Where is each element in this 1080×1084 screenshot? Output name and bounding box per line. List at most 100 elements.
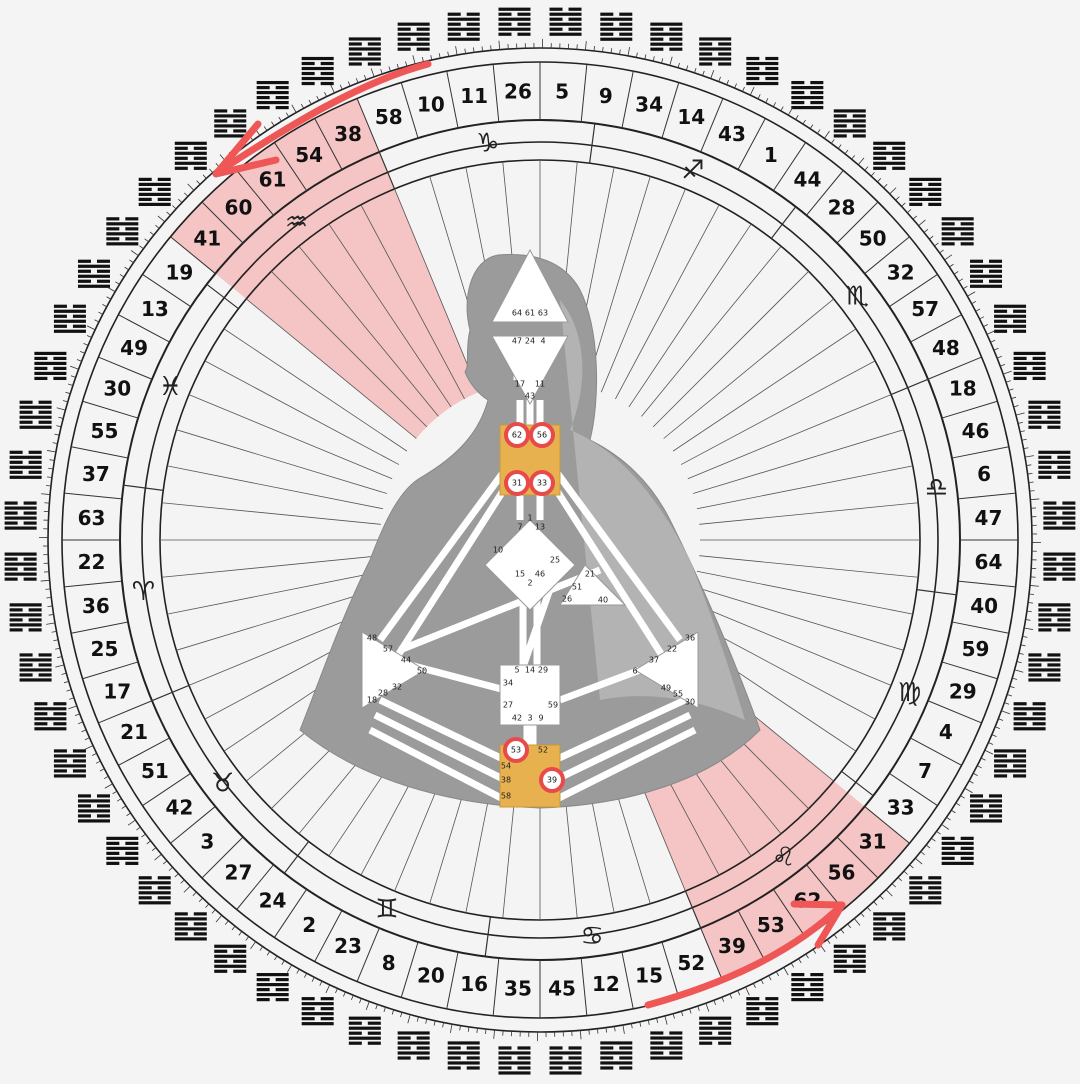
gate-number: 40 [970, 594, 998, 618]
degree-tick [648, 1020, 649, 1025]
hexagram-icon [448, 13, 480, 41]
gate-number: 52 [677, 951, 705, 975]
spoke-line [601, 189, 685, 392]
hexagram-icon [498, 8, 530, 36]
center-gate-label: 9 [538, 714, 543, 723]
gate-number: 14 [677, 105, 705, 129]
spoke-line [699, 503, 918, 525]
degree-tick [272, 122, 275, 126]
gate-number: 20 [417, 964, 445, 988]
degree-tick [203, 175, 206, 179]
degree-tick [722, 997, 724, 1002]
active-gate-number: 53 [511, 746, 521, 755]
center-gate-label: 57 [383, 645, 393, 654]
gate-number: 31 [859, 830, 887, 854]
hexagram-icon [1028, 653, 1060, 681]
libra-symbol: ♎ [925, 473, 948, 503]
hexagram-icon [746, 997, 778, 1025]
center-gate-label: 59 [548, 701, 558, 710]
hexagram-icon [942, 217, 974, 245]
degree-tick [292, 105, 296, 113]
degree-tick [769, 976, 771, 980]
degree-tick [389, 67, 391, 72]
degree-tick [773, 102, 775, 106]
degree-tick [78, 722, 83, 724]
degree-tick [931, 838, 935, 841]
degree-tick [485, 1029, 486, 1034]
zodiac-divider [590, 124, 595, 164]
gate-divider [958, 581, 1016, 587]
degree-tick [147, 841, 151, 844]
degree-tick [225, 921, 228, 925]
degree-tick [52, 631, 57, 632]
degree-tick [611, 48, 612, 53]
degree-tick [727, 80, 729, 85]
hexagram-icon [302, 997, 334, 1025]
hexagram-icon [398, 23, 430, 51]
gate-number: 55 [91, 419, 119, 443]
degree-tick [139, 246, 143, 249]
degree-tick [155, 225, 159, 228]
hexagram-icon [302, 57, 334, 85]
degree-tick [841, 929, 844, 933]
degree-tick [326, 985, 330, 993]
degree-tick [1027, 611, 1032, 612]
gate-number: 57 [911, 297, 939, 321]
degree-tick [56, 426, 61, 427]
degree-tick [41, 580, 50, 581]
hexagram-icon [909, 876, 941, 904]
gate-divider [952, 622, 1009, 633]
center-gate-label: 13 [535, 523, 545, 532]
degree-tick [286, 113, 289, 117]
degree-tick [450, 1024, 452, 1033]
degree-tick [473, 47, 474, 52]
degree-tick [47, 477, 52, 478]
degree-tick [115, 282, 119, 285]
degree-tick [297, 969, 299, 973]
degree-tick [678, 63, 679, 68]
degree-tick [1026, 620, 1031, 621]
gate-number: 60 [225, 195, 253, 219]
gate-number: 11 [460, 84, 488, 108]
degree-tick [1022, 636, 1027, 637]
degree-tick [68, 384, 73, 386]
degree-tick [913, 216, 917, 219]
center-gate-label: 28 [378, 689, 388, 698]
degree-tick [401, 1012, 402, 1017]
degree-tick [1016, 413, 1025, 415]
degree-tick [973, 773, 977, 775]
gate-divider [622, 952, 633, 1009]
degree-tick [282, 960, 285, 964]
spoke-line [615, 205, 719, 399]
degree-tick [250, 942, 255, 949]
center-gate-label: 48 [367, 634, 377, 643]
hexagram-icon [5, 553, 37, 581]
hexagram-icon [214, 945, 246, 973]
gate-number: 51 [141, 759, 169, 783]
degree-tick [698, 1006, 700, 1011]
spoke-line [699, 556, 918, 578]
hexagram-icon [873, 912, 905, 940]
degree-tick [384, 1007, 386, 1012]
hexagram-icon [550, 1046, 582, 1074]
degree-tick [845, 150, 848, 154]
hexagram-icon [349, 37, 381, 65]
hexagram-icon [791, 973, 823, 1001]
degree-tick [57, 408, 66, 410]
gate-number: 32 [887, 261, 915, 285]
degree-tick [954, 272, 958, 275]
degree-tick [142, 834, 146, 837]
hexagram-icon [1038, 603, 1070, 631]
degree-tick [1025, 456, 1034, 458]
degree-tick [197, 181, 200, 185]
center-gate-label: 25 [550, 556, 560, 565]
degree-tick [934, 243, 938, 246]
degree-tick [188, 184, 194, 190]
degree-tick [41, 494, 50, 495]
gate-number: 7 [918, 759, 932, 783]
degree-tick [965, 788, 973, 793]
degree-tick [1030, 585, 1039, 586]
gate-divider [493, 958, 499, 1016]
hexagram-icon [139, 876, 171, 904]
degree-tick [946, 817, 950, 820]
